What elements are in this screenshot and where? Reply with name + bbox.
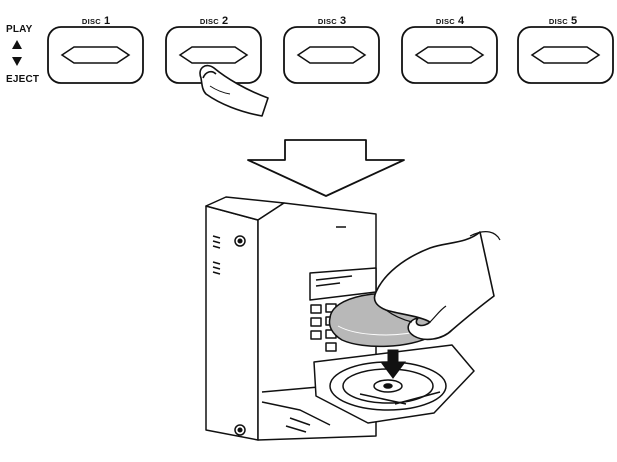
finger-press-icon bbox=[199, 64, 269, 117]
hand-illustration bbox=[373, 231, 501, 341]
disc-5-button[interactable] bbox=[517, 26, 614, 84]
disc-1-button[interactable] bbox=[47, 26, 144, 84]
eject-label: EJECT bbox=[6, 74, 40, 85]
triangle-down-icon bbox=[12, 57, 22, 66]
disc-4-button[interactable] bbox=[401, 26, 498, 84]
disc-tray bbox=[313, 344, 475, 424]
down-arrow-icon bbox=[247, 139, 405, 197]
disc-3-button[interactable] bbox=[283, 26, 380, 84]
play-label: PLAY bbox=[6, 24, 33, 35]
disc-arrow-icon bbox=[380, 349, 406, 379]
triangle-up-icon bbox=[12, 40, 22, 49]
